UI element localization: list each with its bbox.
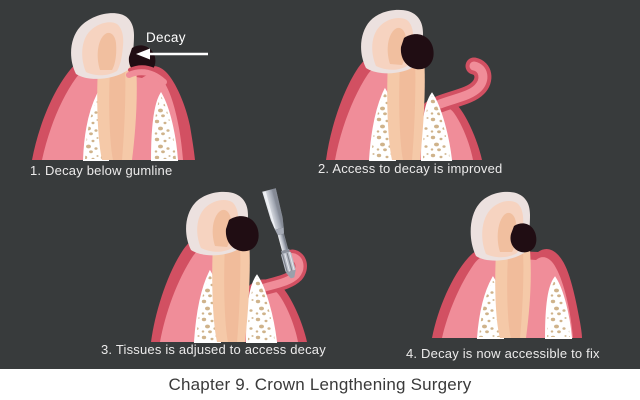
- crown-lengthening-canvas: [32, 9, 582, 343]
- dental-drill: [262, 188, 296, 279]
- tooth-root-core: [224, 242, 241, 342]
- drill-nose-shade: [271, 188, 284, 228]
- drill-tip: [285, 269, 296, 279]
- decay-spot: [225, 216, 259, 252]
- caption-band: Chapter 9. Crown Lengthening Surgery: [0, 369, 640, 400]
- step1-caption: 1. Decay below gumline: [30, 163, 173, 178]
- drill-bur: [281, 251, 296, 273]
- drill-shaft: [277, 233, 289, 252]
- bur-ridge: [284, 253, 291, 272]
- gum-collar-inner: [126, 69, 167, 85]
- step4-caption: 4. Decay is now accessible to fix: [406, 346, 600, 361]
- bur-ridge: [286, 252, 293, 271]
- drill-shoulder: [275, 227, 284, 236]
- bur-ridge: [281, 254, 288, 273]
- tooth-crown-core: [387, 27, 407, 65]
- step4-illustration: [432, 191, 582, 339]
- step2-illustration: [326, 9, 492, 161]
- tooth-root-core: [507, 252, 524, 338]
- decay-label: Decay: [146, 30, 186, 45]
- tooth-root-core: [399, 60, 416, 160]
- gum-flap: [435, 61, 488, 109]
- decay-arrow: [136, 48, 208, 60]
- figure-title: Chapter 9. Crown Lengthening Surgery: [168, 374, 472, 394]
- step1-illustration: [32, 13, 208, 161]
- tooth-crown-core: [97, 32, 117, 70]
- gum-flap: [259, 253, 304, 292]
- decay-spot: [510, 223, 537, 253]
- bone-right: [420, 92, 453, 161]
- step3-illustration: [151, 188, 307, 343]
- bone-right: [150, 92, 179, 161]
- drill-collar: [280, 248, 290, 255]
- step3-caption: 3. Tissues is adjused to access decay: [101, 342, 326, 357]
- illustration-stage: Decay 1. Decay below gumline 2. Access t…: [0, 0, 640, 369]
- bone-right: [245, 274, 278, 343]
- bone-right: [544, 276, 573, 339]
- decay-spot: [400, 34, 434, 70]
- step2-caption: 2. Access to decay is improved: [318, 161, 503, 176]
- tooth-crown-core: [212, 209, 232, 247]
- gum-collar-outer: [128, 65, 168, 80]
- drill-nose-highlight: [263, 191, 276, 228]
- tooth-root-core: [109, 66, 126, 160]
- bur-ridge: [288, 252, 295, 271]
